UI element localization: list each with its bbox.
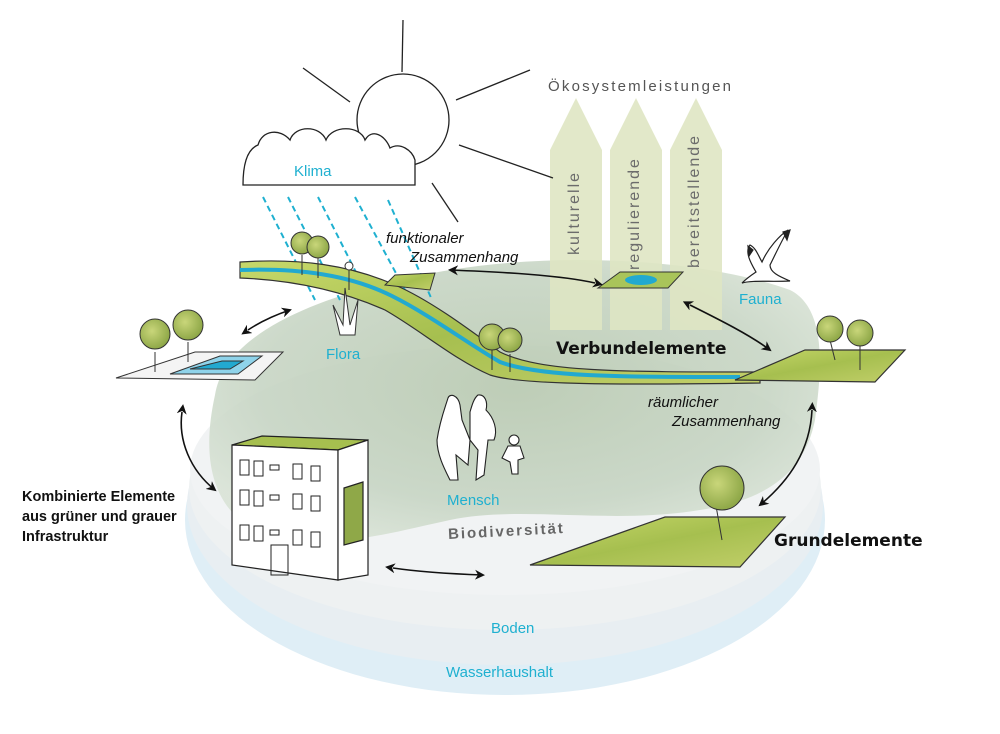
soil-label: Boden — [491, 620, 535, 637]
functional-relation-line2: Zusammenhang — [410, 249, 519, 266]
tree-icon — [139, 318, 171, 350]
arrow-pond-right — [682, 301, 772, 352]
tree-icon — [816, 315, 844, 343]
service-label-kulturelle: kulturelle — [566, 170, 583, 255]
combined-elements-line1: Kombinierte Elemente — [22, 489, 176, 505]
tree-icon — [306, 235, 330, 259]
spatial-relation-line1: räumlicher — [648, 394, 719, 411]
arrow-plaza-corridor — [241, 307, 292, 335]
building-icon — [231, 435, 369, 581]
right-green-patch — [734, 349, 907, 383]
spatial-relation-line2: Zusammenhang — [672, 413, 781, 430]
functional-relation-line1: funktionaler — [386, 230, 464, 247]
service-label-bereitstellende: bereitstellende — [686, 133, 703, 268]
human-label: Mensch — [447, 492, 500, 509]
wetland-patch — [383, 272, 436, 291]
fauna-label: Fauna — [739, 291, 782, 308]
tree-icon — [172, 309, 204, 341]
relation-arrows — [176, 265, 817, 580]
ecosystem-services-title: Ökosystemleistungen — [548, 78, 734, 95]
river-line — [239, 267, 741, 379]
arrow-building-basic — [385, 563, 485, 580]
flora-label: Flora — [326, 346, 361, 363]
sun-icon — [302, 19, 554, 223]
climate-label: Klima — [294, 163, 332, 180]
plaza-with-pool — [115, 351, 285, 381]
arrow-plaza-building — [176, 404, 217, 492]
combined-elements-line3: Infrastruktur — [22, 529, 109, 545]
flora-plant-icon — [332, 261, 359, 336]
pond-water — [625, 275, 657, 285]
tree-icon — [699, 465, 745, 511]
connecting-elements-label: Verbundelemente — [556, 339, 727, 359]
tree-icon — [497, 327, 523, 353]
tree-icon — [846, 319, 874, 347]
bird-icon — [741, 229, 791, 284]
basic-element-patch — [529, 516, 787, 568]
arrow-functional — [448, 265, 603, 288]
arrow-right-basic — [758, 402, 817, 507]
service-label-regulierende: regulierende — [626, 157, 643, 270]
combined-elements-line2: aus grüner und grauer — [22, 509, 177, 525]
cloud-icon — [242, 128, 416, 186]
trees — [139, 231, 874, 541]
people-icon — [436, 394, 525, 482]
combined-elements-label: Kombinierte Elemente aus grüner und grau… — [22, 487, 177, 547]
water-balance-label: Wasserhaushalt — [446, 664, 553, 681]
basic-elements-label: Grundelemente — [774, 531, 923, 551]
